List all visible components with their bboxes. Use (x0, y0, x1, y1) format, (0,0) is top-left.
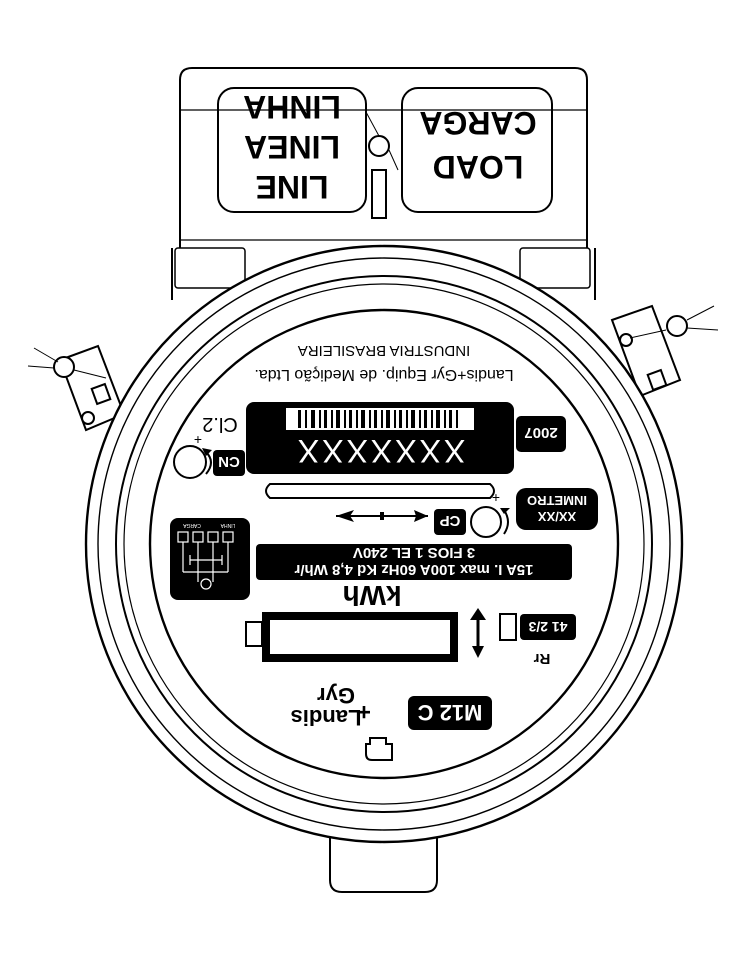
barcode (286, 408, 474, 430)
line-labels: LINE LINEA LINHA (243, 89, 341, 205)
diagram-caption-right: CARGA (182, 522, 200, 528)
cn-label: CN (218, 453, 240, 470)
line-label: LINE (256, 169, 329, 205)
rotor-window (265, 483, 495, 499)
right-seal (666, 315, 688, 337)
serial-number: XXXXXXX (295, 433, 465, 469)
left-seal (53, 356, 75, 378)
bottom-lug (329, 835, 438, 893)
inmetro-code: XX/XX (538, 509, 577, 524)
rating-band (256, 544, 572, 580)
cn-indicator: + CN (173, 431, 245, 479)
center-slot (371, 169, 387, 219)
year-box (516, 416, 566, 452)
cp-indicator: CP + (434, 489, 510, 538)
ring-4 (123, 283, 645, 805)
line-terminal-window (217, 87, 367, 213)
year: 2007 (524, 424, 557, 441)
maker-line: Landis+Gyr Equip. de Medição Ltda. (254, 366, 513, 383)
cp-label: CP (440, 512, 461, 529)
terminal-block (171, 67, 596, 300)
left-clamp (27, 344, 126, 432)
inmetro-label: INMETRO (527, 493, 587, 508)
accuracy-class: Cl.2 (202, 413, 238, 435)
model: M12 C (417, 700, 482, 725)
seal-keyhole (365, 737, 393, 761)
right-clamp (610, 304, 719, 398)
rr-box (520, 614, 576, 640)
rating-line1: 15A I. max 100A 60Hz Kd 4,8 Wh/r (294, 561, 533, 578)
model-box (408, 696, 492, 730)
wiring-diagram: LINHA CARGA (170, 518, 250, 600)
center-seal (368, 135, 390, 157)
load-labels: LOAD CARGA (419, 105, 536, 185)
nameplate-ring (148, 308, 620, 780)
rating-line2: 3 FIOS 1 EL 240V (353, 544, 475, 561)
rr-label: Rr (534, 650, 551, 667)
brand-line1: Landis (291, 705, 362, 730)
nameplate: Landis+Gyr Equip. de Medição Ltda. INDUS… (170, 342, 598, 761)
load-terminal-window (401, 87, 553, 213)
diagram-caption-left: LINHA (220, 522, 235, 528)
unit-label: kWh (342, 580, 401, 611)
inmetro-badge: XX/XX INMETRO (516, 488, 598, 530)
brand-line2: Gyr (317, 683, 355, 708)
linha-label: LINHA (243, 89, 341, 125)
brand-plus: + (357, 698, 371, 725)
load-label: LOAD (433, 149, 524, 185)
origin-line: INDUSTRIA BRASILEIRA (298, 342, 471, 359)
linea-label: LINEA (244, 129, 340, 165)
register-window (245, 608, 517, 662)
ring-2 (97, 257, 671, 831)
rr-value: 41 2/3 (528, 619, 567, 635)
rotation-arrow (336, 510, 428, 522)
ring-3 (115, 275, 653, 813)
cp-plus: + (492, 489, 500, 505)
cn-plus: + (194, 431, 202, 447)
carga-label: CARGA (419, 105, 536, 141)
